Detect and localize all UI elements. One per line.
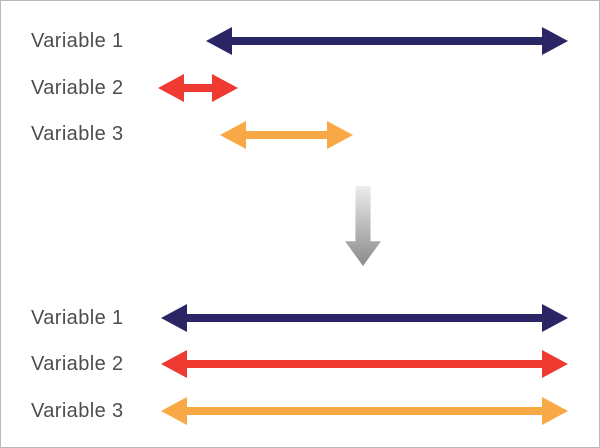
arrow-shaft	[244, 131, 329, 139]
top-variable2-label: Variable 2	[31, 77, 124, 99]
arrow-shaft	[182, 84, 214, 92]
arrow-left-head-icon	[161, 397, 187, 425]
arrow-right-head-icon	[542, 397, 568, 425]
arrow-left-head-icon	[161, 350, 187, 378]
top-variable1-range-arrow	[206, 27, 568, 55]
arrow-right-head-icon	[327, 121, 353, 149]
arrow-shaft	[185, 407, 544, 415]
top-variable2-range-arrow	[158, 74, 238, 102]
top-variable3-label: Variable 3	[31, 123, 124, 145]
top-variable1-label: Variable 1	[31, 30, 124, 52]
arrow-right-head-icon	[212, 74, 238, 102]
arrow-shaft	[185, 314, 544, 322]
bottom-variable2-label: Variable 2	[31, 353, 124, 375]
down-arrow-icon	[345, 186, 381, 266]
bottom-variable3-label: Variable 3	[31, 400, 124, 422]
bottom-variable2-range-arrow	[161, 350, 568, 378]
arrow-left-head-icon	[206, 27, 232, 55]
bottom-variable1-range-arrow	[161, 304, 568, 332]
arrow-right-head-icon	[542, 27, 568, 55]
arrow-left-head-icon	[220, 121, 246, 149]
arrow-left-head-icon	[161, 304, 187, 332]
bottom-variable1-label: Variable 1	[31, 307, 124, 329]
arrow-left-head-icon	[158, 74, 184, 102]
arrow-shaft	[230, 37, 544, 45]
arrow-right-head-icon	[542, 350, 568, 378]
top-variable3-range-arrow	[220, 121, 353, 149]
bottom-variable3-range-arrow	[161, 397, 568, 425]
arrow-shaft	[185, 360, 544, 368]
arrow-right-head-icon	[542, 304, 568, 332]
